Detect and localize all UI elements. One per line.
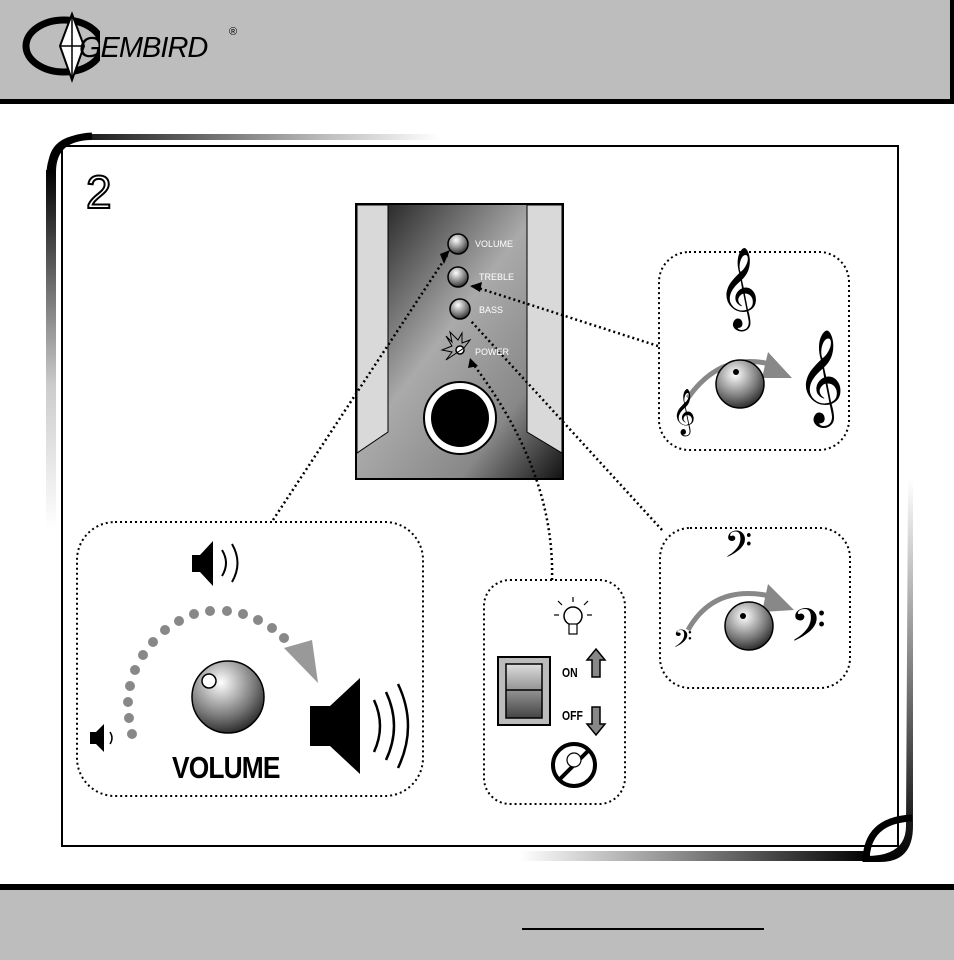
panel-label-volume: VOLUME bbox=[475, 239, 513, 249]
bass-clef-large-icon: 𝄢 bbox=[790, 604, 826, 660]
treble-clef-large-icon: 𝄞 bbox=[796, 336, 844, 418]
treble-clef-small-icon: 𝄞 bbox=[672, 392, 696, 432]
footer-bar bbox=[0, 884, 954, 960]
bass-clef-small-icon: 𝄢 bbox=[673, 628, 692, 658]
power-off-label: OFF bbox=[562, 708, 583, 723]
panel-label-treble: TREBLE bbox=[479, 272, 514, 282]
treble-clef-icon: 𝄞 bbox=[718, 252, 759, 322]
panel-label-bass: BASS bbox=[479, 305, 503, 315]
panel-label-power: POWER bbox=[475, 347, 509, 357]
power-on-label: ON bbox=[562, 665, 578, 680]
volume-callout-label: VOLUME bbox=[172, 750, 280, 786]
bass-clef-icon: 𝄢 bbox=[724, 528, 752, 572]
step-number: 2 bbox=[86, 165, 112, 219]
footer-underline bbox=[522, 928, 764, 930]
